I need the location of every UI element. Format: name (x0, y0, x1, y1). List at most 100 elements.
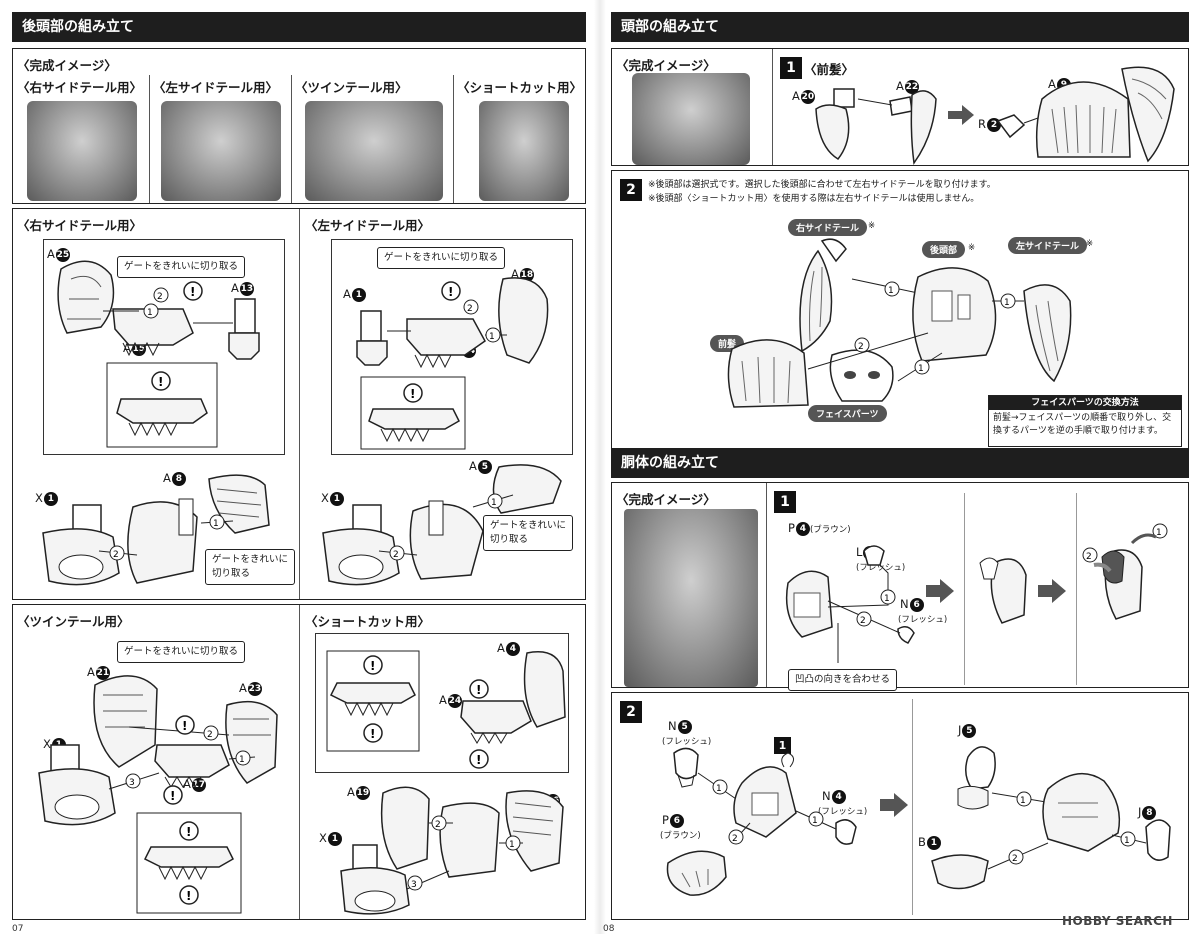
back-head-header: 後頭部の組み立て (12, 12, 586, 42)
svg-text:1: 1 (489, 332, 495, 342)
svg-text:!: ! (370, 659, 375, 673)
svg-text:!: ! (186, 825, 191, 839)
face-exchange-title: フェイスパーツの交換方法 (989, 396, 1181, 410)
bangs-heading: 〈前髪〉 (804, 62, 855, 77)
variant-label-short: 〈ショートカット用〉 (457, 80, 583, 95)
head-complete-image-heading: 〈完成イメージ〉 (616, 58, 716, 73)
right-tail-assembly-illustration: 1 2 (42, 474, 270, 586)
page-number-right: 08 (603, 924, 615, 934)
variant-label-twin: 〈ツインテール用〉 (295, 80, 408, 95)
svg-text:!: ! (476, 683, 481, 697)
step2-note-1: ※後頭部は選択式です。選択した後頭部に合わせて左右サイドテールを取り付けます。 (648, 180, 996, 190)
photo-right-side-tail (27, 101, 137, 201)
svg-text:2: 2 (113, 550, 119, 560)
photo-short-cut (479, 101, 569, 201)
svg-text:2: 2 (467, 304, 473, 314)
svg-text:2: 2 (860, 616, 866, 626)
twin-short-box: 〈ツインテール用〉 ゲートをきれいに切り取る A21 A23 X1 A17 2 … (12, 604, 586, 920)
gate-note-twin: ゲートをきれいに切り取る (117, 641, 246, 663)
short-cut-title: 〈ショートカット用〉 (305, 614, 431, 629)
head-step2-box: 2 ※後頭部は選択式です。選択した後頭部に合わせて左右サイドテールを取り付けます… (611, 170, 1189, 452)
variant-label-right: 〈右サイドテール用〉 (17, 80, 143, 95)
right-side-tail-title: 〈右サイドテール用〉 (17, 218, 143, 233)
svg-text:1: 1 (888, 286, 894, 296)
gate-note-right-1: ゲートをきれいに切り取る (117, 256, 246, 278)
back-head-tag: 後頭部 (922, 241, 966, 258)
svg-text:1: 1 (1020, 796, 1026, 806)
head-step-1-badge: 1 (780, 57, 802, 79)
step2-note-2: ※後頭部〈ショートカット用〉を使用する際は左右サイドテールは使用しません。 (648, 194, 980, 204)
svg-text:3: 3 (129, 778, 135, 788)
svg-text:!: ! (370, 727, 375, 741)
gate-note-right-2: ゲートをきれいに 切り取る (205, 549, 296, 585)
svg-text:!: ! (186, 889, 191, 903)
photo-left-side-tail (161, 101, 281, 201)
head-assembly-illustration: 1 1 2 1 (727, 238, 1072, 408)
ref-step-1-badge: 1 (774, 737, 791, 754)
right-tail-parts-illustration: 1 2 ! ! (57, 260, 260, 448)
svg-text:!: ! (448, 285, 453, 299)
body-assembly-header: 胴体の組み立て (611, 448, 1189, 478)
svg-text:1: 1 (812, 816, 818, 826)
n5-color: (フレッシュ) (662, 737, 712, 747)
face-exchange-text: 前髪→フェイスパーツの順番で取り外し、交換するパーツを逆の手順で取り付けます。 (993, 413, 1172, 436)
svg-text:2: 2 (393, 550, 399, 560)
l7-color: (フレッシュ) (856, 563, 906, 573)
left-tail-parts-illustration: 2 1 ! ! (356, 277, 549, 450)
photo-body-complete (624, 509, 758, 687)
book-gutter (594, 0, 606, 934)
gate-note-left-1: ゲートをきれいに切り取る (377, 247, 506, 269)
svg-text:2: 2 (732, 834, 738, 844)
back-head-asterisk: ※ (968, 243, 976, 253)
face-exchange-box: フェイスパーツの交換方法 前髪→フェイスパーツの順番で取り外し、交換するパーツを… (988, 395, 1182, 447)
svg-text:1: 1 (239, 755, 245, 765)
twin-tail-illustration: 2 1 3 ! ! ! ! (38, 675, 278, 914)
p6-color: (ブラウン) (660, 831, 701, 841)
twin-tail-title: 〈ツインテール用〉 (17, 614, 130, 629)
body-step-1-badge: 1 (774, 491, 796, 513)
body-step1-box: 〈完成イメージ〉 1 P4(ブラウン) L7 (フレッシュ) N6 (フレッシュ… (611, 482, 1189, 691)
svg-text:!: ! (410, 387, 415, 401)
gate-note-left-2: ゲートをきれいに 切り取る (483, 515, 574, 551)
svg-text:1: 1 (1156, 528, 1162, 538)
svg-text:1: 1 (884, 594, 890, 604)
svg-text:1: 1 (147, 308, 153, 318)
body-step1-illustration: 1 2 2 1 (785, 523, 1168, 663)
svg-text:2: 2 (157, 292, 163, 302)
right-side-tail-tag: 右サイドテール (788, 219, 868, 236)
complete-image-heading: 〈完成イメージ〉 (17, 58, 117, 73)
svg-text:2: 2 (1012, 854, 1018, 864)
watermark: HOBBY SEARCH (1062, 914, 1173, 928)
variant-label-left: 〈左サイドテール用〉 (153, 80, 279, 95)
page-number-left: 07 (12, 924, 24, 934)
left-tail-asterisk: ※ (1086, 239, 1094, 249)
head-assembly-header: 頭部の組み立て (611, 12, 1189, 42)
left-side-tail-title: 〈左サイドテール用〉 (305, 218, 431, 233)
body-step-2-badge: 2 (620, 701, 642, 723)
svg-text:!: ! (190, 285, 195, 299)
svg-text:1: 1 (918, 364, 924, 374)
svg-text:1: 1 (509, 840, 515, 850)
svg-text:2: 2 (1086, 552, 1092, 562)
svg-text:1: 1 (716, 784, 722, 794)
face-parts-tag: フェイスパーツ (808, 405, 887, 422)
n4-color: (フレッシュ) (818, 807, 868, 817)
